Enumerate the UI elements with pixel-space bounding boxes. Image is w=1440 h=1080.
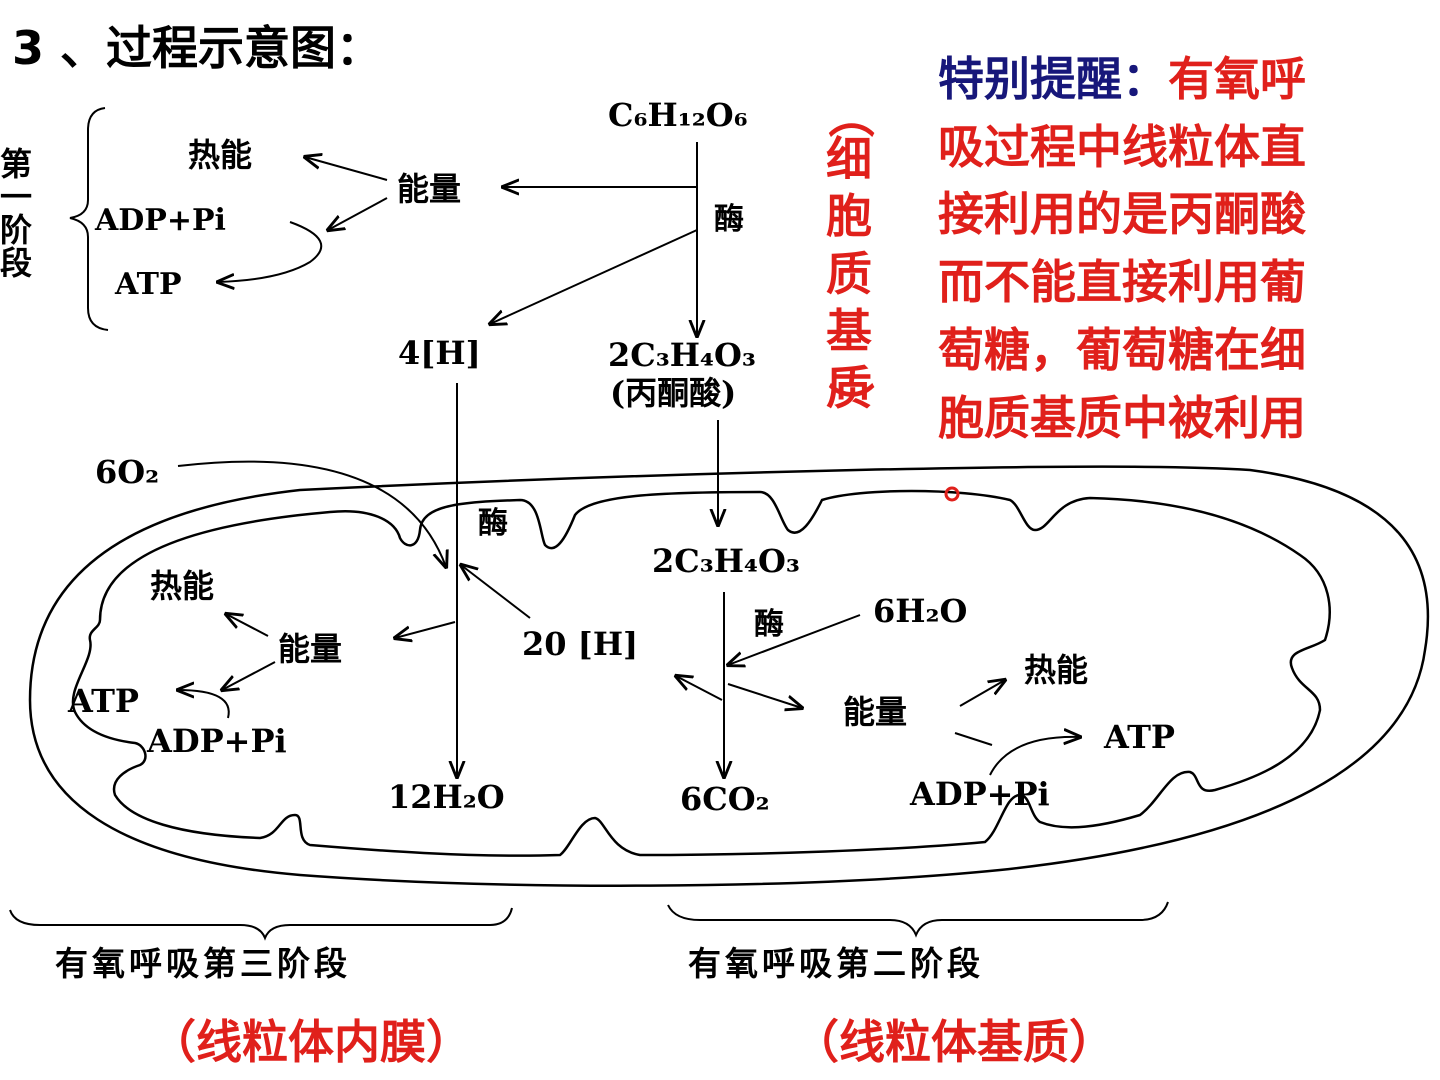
arrow-to-inner-energy bbox=[395, 621, 456, 638]
side-label-char: 第 bbox=[0, 145, 32, 183]
pyruvate-label: 2C₃H₄O₃ bbox=[608, 336, 756, 374]
cytoplasm-char: 质 bbox=[826, 247, 872, 301]
arrow-adp-to-atp bbox=[218, 221, 323, 282]
reminder-line: 有氧呼 bbox=[1168, 52, 1306, 106]
glucose-label: C₆H₁₂O₆ bbox=[608, 96, 748, 134]
energy-label: 能量 bbox=[397, 170, 461, 208]
reminder-line: 接利用的是丙酮酸 bbox=[938, 187, 1307, 241]
inner-energy-label: 能量 bbox=[278, 630, 342, 668]
matrix-energy-label: 能量 bbox=[843, 693, 907, 731]
close-paren: ） bbox=[823, 382, 877, 428]
arrow-water-in bbox=[728, 614, 861, 665]
inner-hydrogen-label: 20 [H] bbox=[522, 625, 638, 663]
matrix-heat-label: 热能 bbox=[1024, 651, 1088, 689]
arrow-energy-to-heat-2 bbox=[959, 680, 1005, 707]
stage-three-brace bbox=[9, 907, 513, 941]
cytoplasm-char: 质 bbox=[826, 361, 872, 415]
stage-two-brace bbox=[667, 901, 1169, 938]
stage-one: 第 一 阶 段 C₆H₁₂O₆ 热能 能量 ADP+Pi ATP 酶 4[H] … bbox=[0, 96, 756, 412]
inner-atp-label: ATP bbox=[67, 682, 139, 720]
stage-two-name: 有氧呼吸第二阶段 bbox=[688, 944, 984, 983]
cytoplasm-label: （ 细 胞 质 基 质 ） bbox=[823, 92, 877, 428]
enzyme-label: 酶 bbox=[714, 202, 744, 237]
open-paren: （ bbox=[823, 92, 877, 138]
reminder-label: 特别提醒： bbox=[938, 52, 1168, 106]
arrow-to-hydrogen bbox=[490, 229, 698, 324]
red-marker-dot bbox=[944, 486, 960, 502]
side-label-char: 段 bbox=[0, 244, 32, 282]
stage-three: 6O₂ 酶 热能 能量 20 [H] ATP ADP+Pi 12H₂O bbox=[67, 383, 638, 816]
matrix-atp-label: ATP bbox=[1103, 718, 1175, 756]
oxygen-label: 6O₂ bbox=[95, 453, 159, 491]
co2-label: 6CO₂ bbox=[680, 780, 770, 818]
svg-text:特别提醒：有氧呼: 特别提醒：有氧呼 bbox=[938, 52, 1306, 106]
arrow-oxygen-in bbox=[177, 460, 446, 567]
matrix-enzyme-label: 酶 bbox=[754, 607, 784, 642]
pyruvate-name-label: (丙酮酸) bbox=[610, 374, 736, 412]
matrix-adp-label: ADP+Pi bbox=[909, 775, 1050, 813]
cytoplasm-char: 基 bbox=[826, 304, 872, 358]
heat-label: 热能 bbox=[188, 136, 252, 174]
arrow-energy-to-adp bbox=[328, 197, 388, 230]
stage-three-location: （线粒体内膜） bbox=[150, 1015, 472, 1069]
stage-three-name: 有氧呼吸第三阶段 bbox=[55, 944, 351, 983]
reminder-line: 胞质基质中被利用 bbox=[938, 391, 1306, 445]
stage-two-location: （线粒体基质） bbox=[793, 1015, 1115, 1069]
inner-membrane bbox=[71, 489, 1331, 857]
stage-one-brace bbox=[69, 107, 109, 331]
stage-two: 2C₃H₄O₃ 酶 6H₂O 热能 能量 ATP ADP+Pi 6CO₂ bbox=[652, 420, 1175, 818]
arrow-to-matrix-energy bbox=[727, 683, 802, 708]
arrow-energy-to-heat-3 bbox=[226, 614, 269, 637]
matrix-pyruvate-label: 2C₃H₄O₃ bbox=[652, 542, 800, 580]
side-label-char: 一 bbox=[0, 178, 32, 216]
arrow-to-matrix-hydrogen bbox=[676, 676, 723, 701]
side-label-char: 阶 bbox=[0, 211, 32, 249]
matrix-water-label: 6H₂O bbox=[873, 592, 967, 630]
reminder-line: 吸过程中线粒体直 bbox=[938, 120, 1306, 174]
cytoplasm-char: 胞 bbox=[826, 189, 872, 243]
inner-heat-label: 热能 bbox=[150, 567, 214, 605]
reminder-line: 萄糖，葡萄糖在细 bbox=[938, 323, 1306, 377]
arrow-energy-to-adp-3 bbox=[222, 661, 276, 690]
inner-adp-label: ADP+Pi bbox=[146, 722, 287, 760]
cytoplasm-char: 细 bbox=[826, 132, 872, 186]
inner-enzyme-label: 酶 bbox=[478, 506, 508, 541]
reminder-note: 特别提醒：有氧呼 吸过程中线粒体直 接利用的是丙酮酸 而不能直接利用葡 萄糖，葡… bbox=[938, 52, 1307, 445]
adp-label: ADP+Pi bbox=[94, 203, 226, 238]
outer-membrane bbox=[28, 465, 1430, 887]
atp-label: ATP bbox=[114, 267, 182, 302]
hydrogen-label: 4[H] bbox=[398, 334, 481, 372]
arrow-energy-to-adp-2 bbox=[954, 732, 993, 746]
arrow-energy-to-heat bbox=[305, 157, 388, 181]
page-title: 3 、过程示意图： bbox=[12, 21, 382, 75]
inner-water-label: 12H₂O bbox=[388, 778, 505, 816]
reminder-line: 而不能直接利用葡 bbox=[938, 255, 1306, 309]
arrow-20h-to-junction bbox=[461, 565, 531, 619]
arrow-adp-to-atp-2 bbox=[989, 737, 1080, 776]
arrow-adp-to-atp-3 bbox=[178, 690, 230, 719]
